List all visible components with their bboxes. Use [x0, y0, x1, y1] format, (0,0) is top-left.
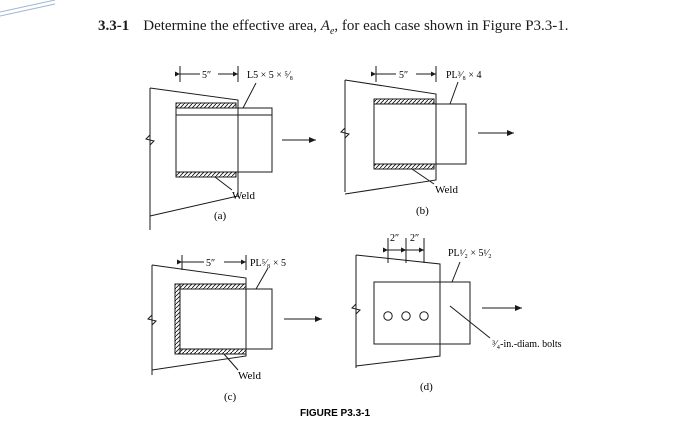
panel-a: [145, 66, 316, 230]
panel-label-b: (b): [416, 205, 429, 217]
figure-caption: FIGURE P3.3-1: [300, 408, 370, 419]
member-label-a: L5 × 5 × ⁵⁄₈: [247, 70, 294, 81]
page-corner-mark: [0, 0, 56, 17]
bolt-hole-1: [383, 311, 393, 321]
gusset-plate-b: [344, 79, 437, 195]
weld-leader-b: [411, 168, 435, 185]
break-mark-b: [340, 127, 350, 139]
weld-label-c: Weld: [238, 370, 261, 382]
weld-bottom-c: [179, 348, 247, 355]
problem-statement: 3.3-1 Determine the effective area, Ae, f…: [98, 18, 569, 37]
panel-label-a: (a): [214, 210, 227, 222]
member-leader-b: [449, 81, 459, 105]
dimension-2-d: 2″: [410, 233, 419, 244]
gusset-plate-c: [151, 264, 247, 371]
weld-top-b: [373, 98, 435, 105]
bolt-leader-d: [449, 305, 491, 339]
gusset-plate-d: [355, 254, 441, 367]
gusset-plate-a: [149, 87, 239, 217]
member-label-d: PL¹⁄₂ × 5¹⁄₂: [448, 248, 492, 259]
weld-label-b: Weld: [435, 184, 458, 196]
weld-bottom-a: [175, 171, 237, 178]
weld-bottom-b: [373, 163, 435, 170]
panel-label-d: (d): [420, 381, 433, 393]
bolt-hole-2: [401, 311, 411, 321]
weld-top-c: [179, 283, 247, 290]
member-label-c: PL⁵⁄₈ × 5: [250, 258, 286, 269]
member-leader-d: [451, 261, 461, 283]
weld-end-c: [174, 283, 181, 355]
panel-d: [351, 238, 522, 368]
break-mark-c: [147, 314, 157, 326]
break-mark-d: [351, 303, 361, 315]
plate-member-b: [373, 103, 467, 165]
plate-member-d: [373, 281, 471, 345]
angle-member-a: [175, 107, 273, 173]
member-leader-c: [255, 267, 269, 290]
bolt-hole-3: [419, 311, 429, 321]
problem-number: 3.3-1: [98, 18, 130, 34]
area-symbol: A: [320, 18, 330, 34]
weld-top-a: [175, 102, 237, 109]
break-mark-a: [145, 134, 155, 146]
dimension-a: 5″: [202, 70, 211, 81]
panel-b: [340, 66, 514, 195]
dimension-1-d: 2″: [390, 233, 399, 244]
plate-member-c: [179, 288, 273, 350]
area-subscript: e: [329, 26, 335, 37]
dimension-b: 5″: [399, 70, 408, 81]
panel-label-c: (c): [224, 391, 237, 403]
statement-lead: Determine the effective area,: [143, 18, 321, 34]
bolt-callout-d: ³⁄₄-in.-diam. bolts: [492, 339, 562, 350]
statement-tail: , for each case shown in Figure P3.3-1.: [334, 18, 569, 34]
weld-leader-c: [223, 353, 239, 371]
member-leader-a: [242, 82, 257, 109]
member-label-b: PL³⁄₈ × 4: [446, 70, 481, 81]
panel-c: [147, 255, 322, 375]
weld-leader-a: [214, 176, 233, 191]
dimension-c: 5″: [206, 258, 215, 269]
weld-label-a: Weld: [232, 190, 255, 202]
